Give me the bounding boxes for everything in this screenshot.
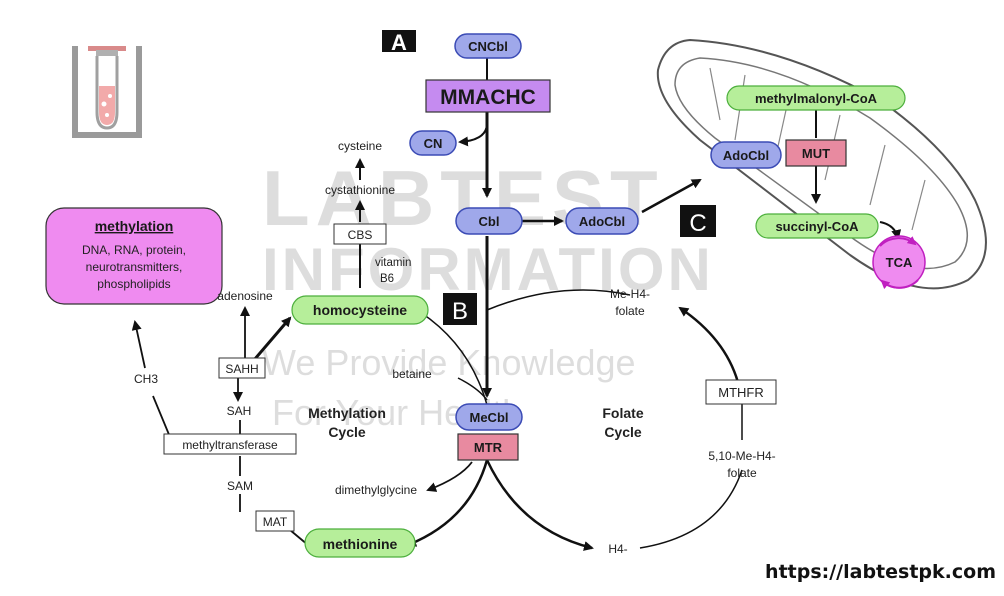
label-cystathionine: cystathionine <box>325 183 395 197</box>
methylation-box: methylation DNA, RNA, protein, neurotran… <box>45 207 223 305</box>
methylation-title: methylation <box>95 218 174 234</box>
node-adocbl-cytosol-label: AdoCbl <box>579 214 625 229</box>
node-succinyl-coa-label: succinyl-CoA <box>775 219 859 234</box>
methylation-line-1: DNA, RNA, protein, <box>82 243 186 257</box>
node-mecbl: MeCbl <box>455 403 523 431</box>
panel-a-label: A <box>391 30 407 55</box>
panel-b-label: B <box>452 298 468 325</box>
node-tca-label: TCA <box>886 255 913 270</box>
methylation-line-3: phospholipids <box>97 277 170 291</box>
methylation-line-2: neurotransmitters, <box>86 260 183 274</box>
enzyme-mthfr-label: MTHFR <box>718 385 764 400</box>
enzyme-methyltransferase: methyltransferase <box>163 433 297 455</box>
enzyme-cbs: CBS <box>333 223 387 245</box>
footer-url[interactable]: https://labtestpk.com <box>765 561 996 583</box>
enzyme-cbs-label: CBS <box>348 228 373 242</box>
node-cn-label: CN <box>424 136 443 151</box>
node-homocysteine-label: homocysteine <box>313 302 407 318</box>
label-adenosine: adenosine <box>217 289 273 303</box>
node-methylmalonyl-coa: methylmalonyl-CoA <box>726 85 906 111</box>
node-methionine: methionine <box>304 528 416 558</box>
node-adocbl-mito: AdoCbl <box>710 141 782 169</box>
panel-b: B <box>443 293 477 325</box>
label-510-me-h4-folate-2: folate <box>727 466 757 480</box>
panel-c: C <box>680 205 716 237</box>
label-dimethylglycine: dimethylglycine <box>335 483 417 497</box>
node-mecbl-label: MeCbl <box>470 410 509 425</box>
node-mmachc-label: MMACHC <box>440 86 536 109</box>
node-cn: CN <box>409 130 457 156</box>
enzyme-mthfr: MTHFR <box>705 379 777 405</box>
node-mtr: MTR <box>457 433 519 461</box>
label-sam: SAM <box>227 479 253 493</box>
label-vitamin: vitamin <box>375 257 411 269</box>
label-folate-cycle-1: Folate <box>602 405 643 421</box>
label-methylation-cycle-2: Cycle <box>328 424 366 440</box>
node-cbl-label: Cbl <box>479 214 500 229</box>
node-homocysteine: homocysteine <box>291 295 429 325</box>
edges <box>131 58 821 551</box>
node-cncbl-label: CNCbl <box>468 39 508 54</box>
label-h4-folate: H4- <box>608 542 627 556</box>
node-mut: MUT <box>785 139 847 167</box>
label-b6: B6 <box>380 273 394 285</box>
node-mut-label: MUT <box>802 146 830 161</box>
node-mmachc: MMACHC <box>425 79 551 113</box>
label-me-h4-folate-1: Me-H4- <box>610 287 650 301</box>
enzyme-sahh: SAHH <box>218 357 266 379</box>
enzyme-mat: MAT <box>255 510 295 532</box>
node-adocbl-cytosol: AdoCbl <box>565 207 639 235</box>
enzyme-methyltransferase-label: methyltransferase <box>182 438 278 452</box>
node-cncbl: CNCbl <box>454 33 522 59</box>
node-cbl: Cbl <box>455 207 523 235</box>
label-me-h4-folate-2: folate <box>615 304 645 318</box>
node-mtr-label: MTR <box>474 440 503 455</box>
node-tca: TCA <box>872 235 926 290</box>
enzyme-sahh-label: SAHH <box>225 362 258 376</box>
label-folate-cycle-2: Cycle <box>604 424 642 440</box>
enzyme-mat-label: MAT <box>263 515 288 529</box>
label-cysteine: cysteine <box>338 139 382 153</box>
panel-c-label: C <box>689 210 706 237</box>
node-methylmalonyl-coa-label: methylmalonyl-CoA <box>755 91 878 106</box>
node-succinyl-coa: succinyl-CoA <box>755 213 879 239</box>
node-adocbl-mito-label: AdoCbl <box>723 148 769 163</box>
label-ch3: CH3 <box>134 372 158 386</box>
label-510-me-h4-folate-1: 5,10-Me-H4- <box>708 449 775 463</box>
label-methylation-cycle-1: Methylation <box>308 405 386 421</box>
panel-a: A <box>382 30 416 55</box>
label-betaine: betaine <box>392 367 432 381</box>
test-tube-logo <box>72 46 142 138</box>
watermark-line3: We Provide Knowledge <box>262 342 636 383</box>
label-sah: SAH <box>227 404 252 418</box>
node-methionine-label: methionine <box>323 536 398 552</box>
